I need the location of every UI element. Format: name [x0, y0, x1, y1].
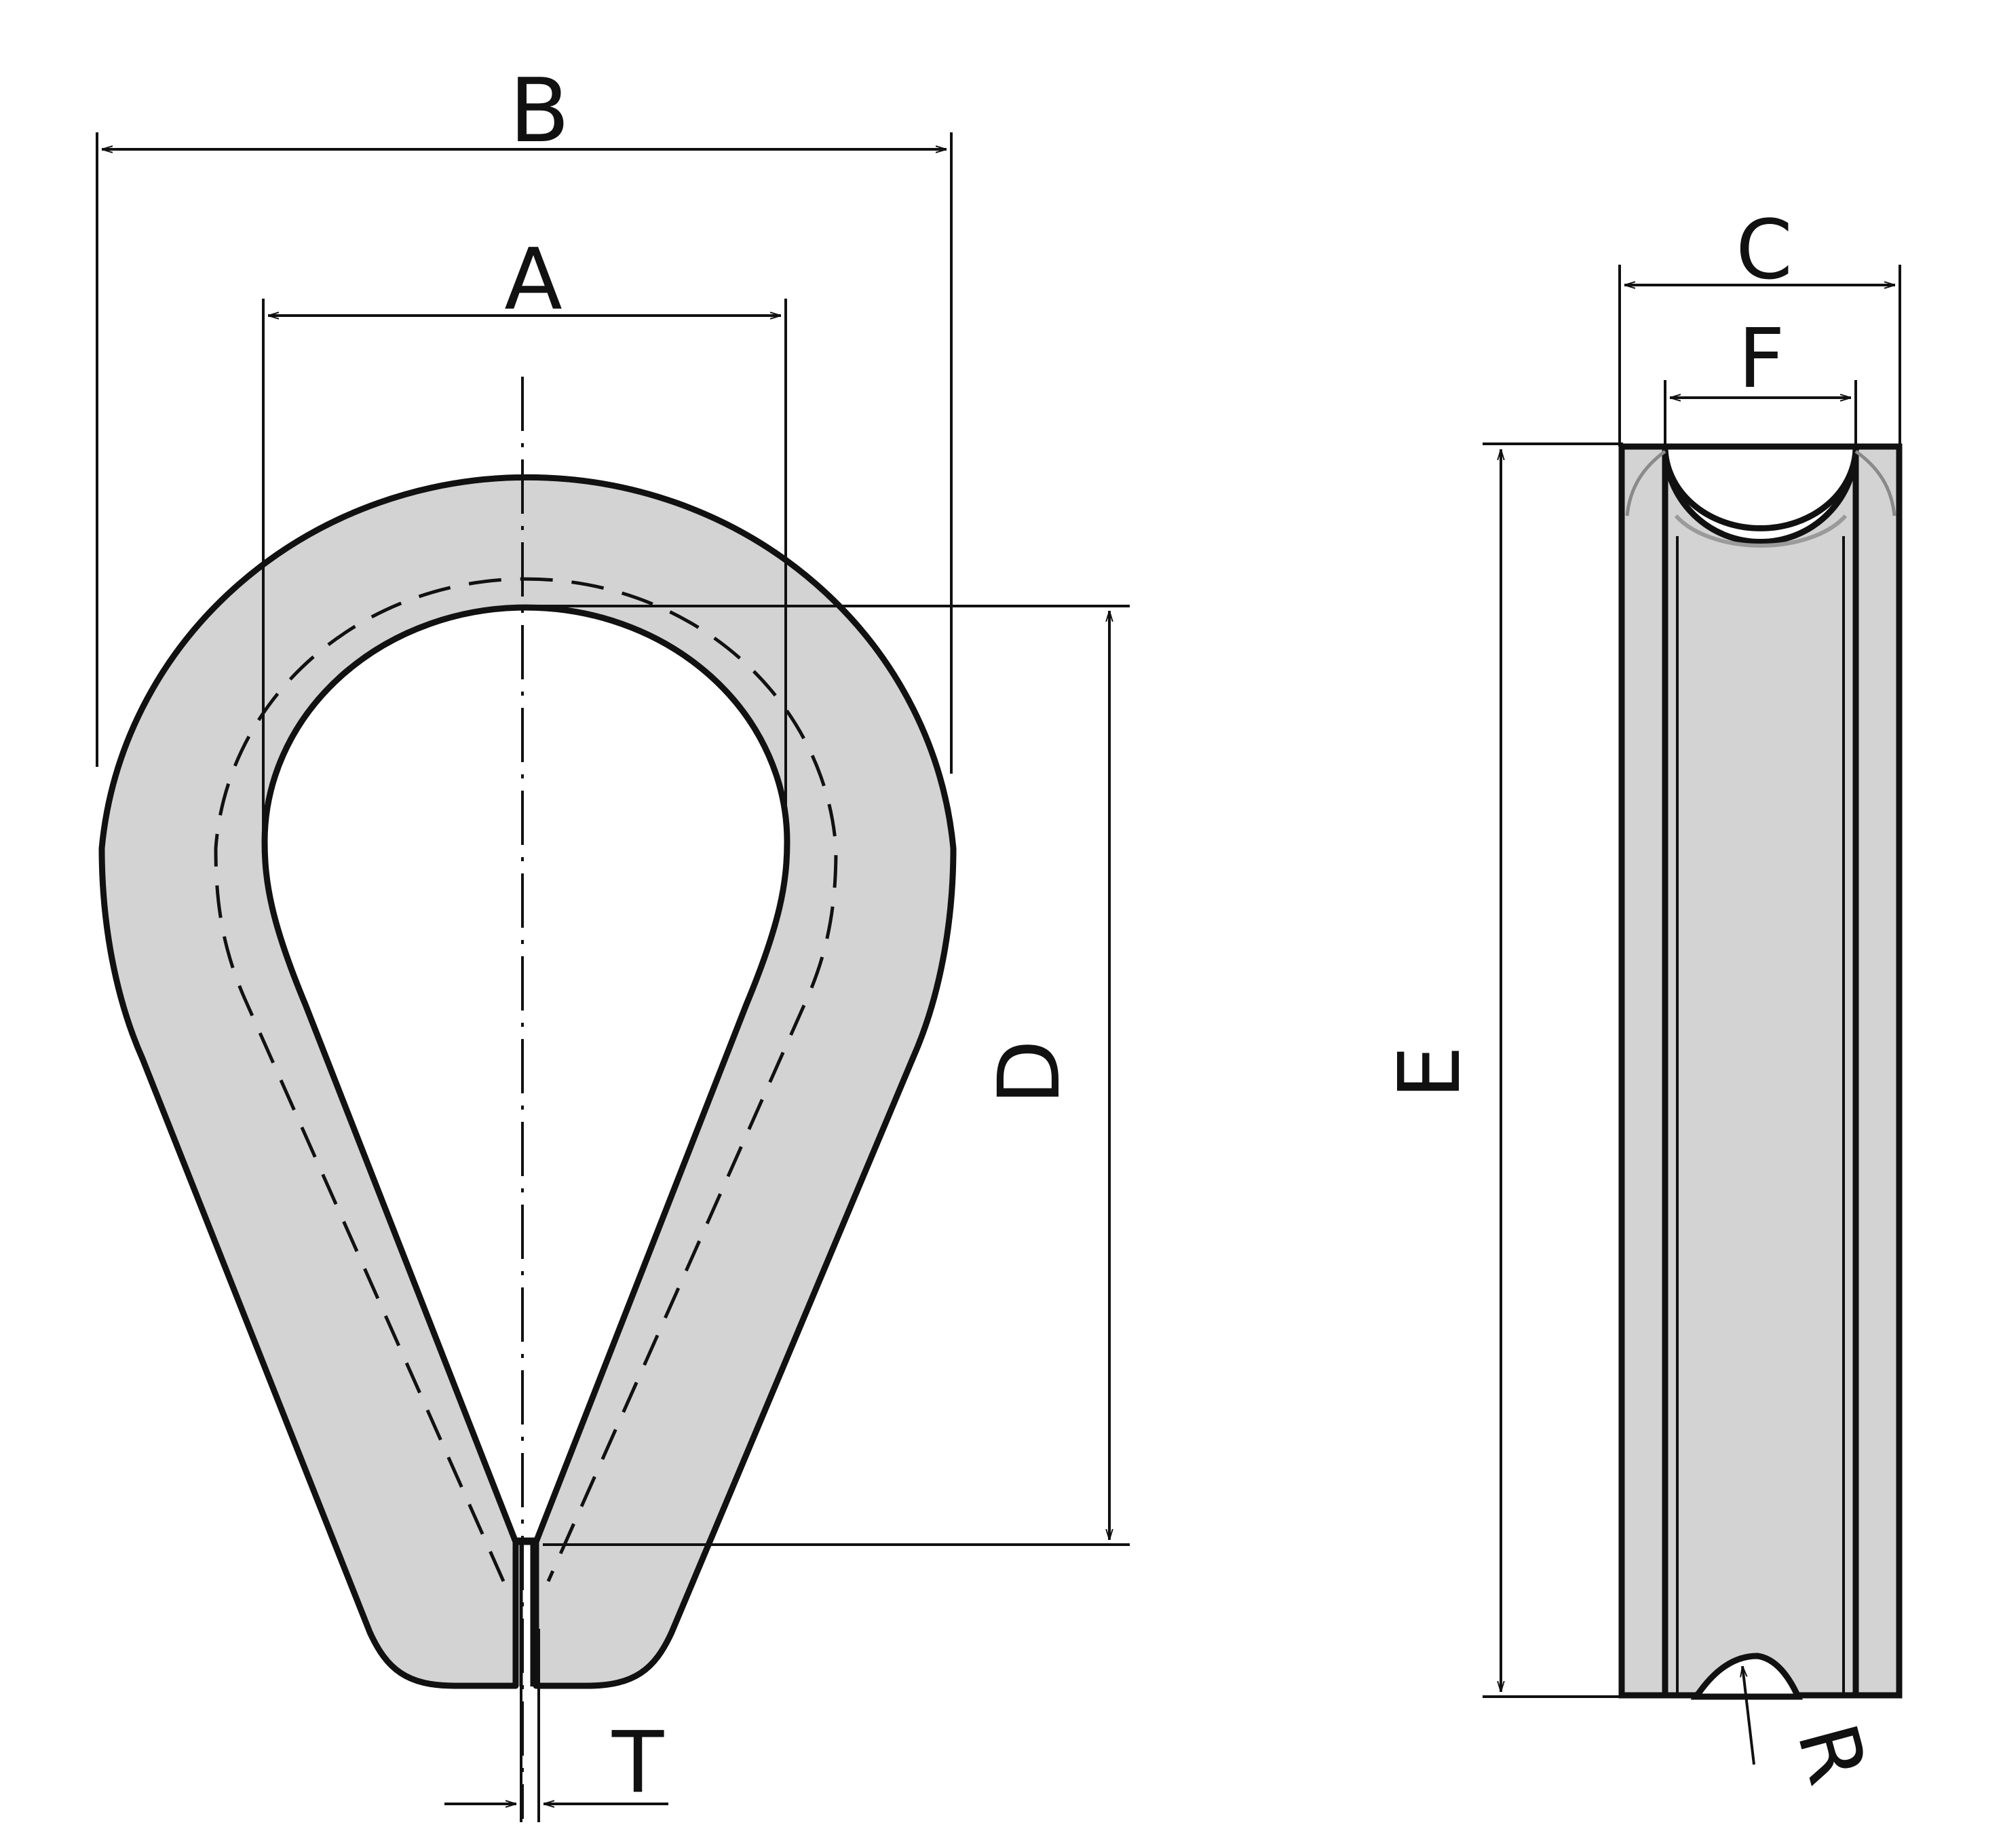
label-a: A — [504, 231, 562, 329]
label-r: R — [1778, 1714, 1884, 1794]
left-flange — [1618, 443, 1668, 1699]
right-flange — [1852, 443, 1903, 1699]
label-d: D — [980, 1040, 1079, 1105]
front-view: B A D T — [96, 59, 1130, 1822]
label-c: C — [1736, 204, 1793, 298]
dimension-d — [526, 605, 1130, 1546]
dimension-t — [444, 1629, 668, 1822]
groove-dashed-line — [214, 577, 838, 1583]
dimension-r — [1742, 1666, 1755, 1765]
label-e: E — [1381, 1046, 1479, 1099]
label-f: F — [1738, 312, 1785, 407]
dimension-f — [1664, 380, 1857, 447]
dimension-b — [96, 132, 953, 774]
dimension-a — [262, 299, 787, 835]
label-b: B — [509, 59, 569, 162]
label-t: T — [611, 1714, 664, 1812]
dimension-c — [1618, 265, 1901, 447]
thimble-body — [98, 474, 957, 1689]
top-groove-notch — [1662, 443, 1859, 531]
side-view: C F E R — [1381, 204, 1903, 1794]
dimension-e — [1483, 442, 1623, 1698]
groove-channel — [1662, 446, 1859, 1699]
